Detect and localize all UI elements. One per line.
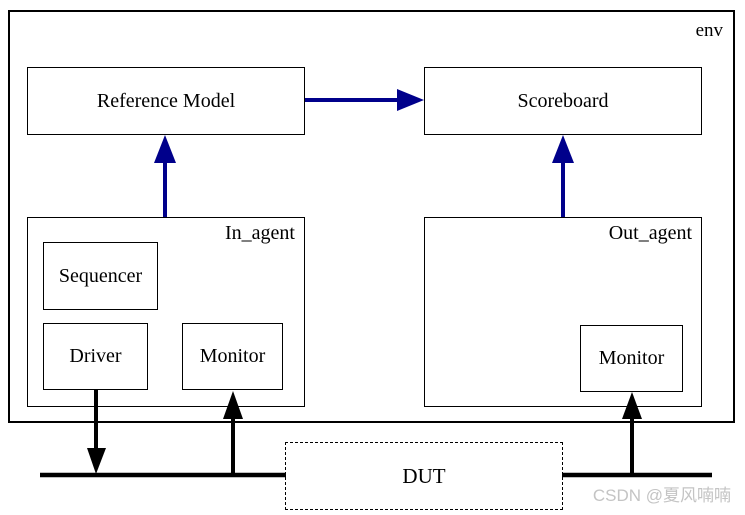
sequencer-box: Sequencer — [43, 242, 158, 310]
sequencer-label: Sequencer — [58, 264, 143, 287]
driver-box: Driver — [43, 323, 148, 390]
csdn-watermark: CSDN @夏风喃喃 — [592, 486, 731, 505]
reference-model-box: Reference Model — [27, 67, 305, 135]
out-agent-label: Out_agent — [608, 222, 692, 244]
in-agent-monitor-label: Monitor — [199, 345, 266, 367]
out-agent-monitor-label: Monitor — [598, 347, 665, 369]
dut-label: DUT — [402, 463, 446, 488]
in-agent-label: In_agent — [225, 222, 295, 244]
scoreboard-label: Scoreboard — [517, 89, 609, 112]
reference-model-label: Reference Model — [96, 89, 236, 112]
out-agent-monitor-box: Monitor — [580, 325, 683, 392]
driver-label: Driver — [69, 345, 122, 367]
env-container-box: env — [8, 10, 735, 423]
arrowhead-down-icon — [87, 448, 106, 474]
env-label: env — [695, 20, 723, 41]
in-agent-monitor-box: Monitor — [182, 323, 283, 390]
scoreboard-box: Scoreboard — [424, 67, 702, 135]
dut-box: DUT — [285, 442, 563, 510]
